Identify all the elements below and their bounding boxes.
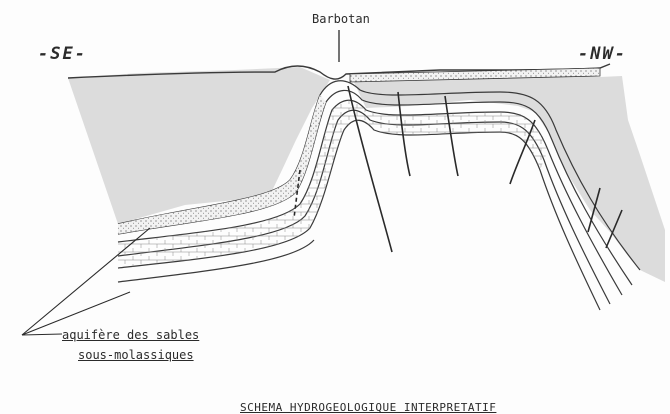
aquifer-pointers (22, 228, 150, 335)
direction-se-label: -SE- (38, 44, 87, 64)
place-label: Barbotan (312, 12, 370, 26)
molasse-se (68, 67, 330, 224)
direction-nw-label: -NW- (578, 44, 627, 64)
aquifer-label-line2: sous-molassiques (78, 348, 194, 362)
aquifer-label-line1: aquifère des sables (62, 328, 199, 342)
diagram-caption: SCHEMA HYDROGEOLOGIQUE INTERPRETATIF (240, 401, 496, 414)
